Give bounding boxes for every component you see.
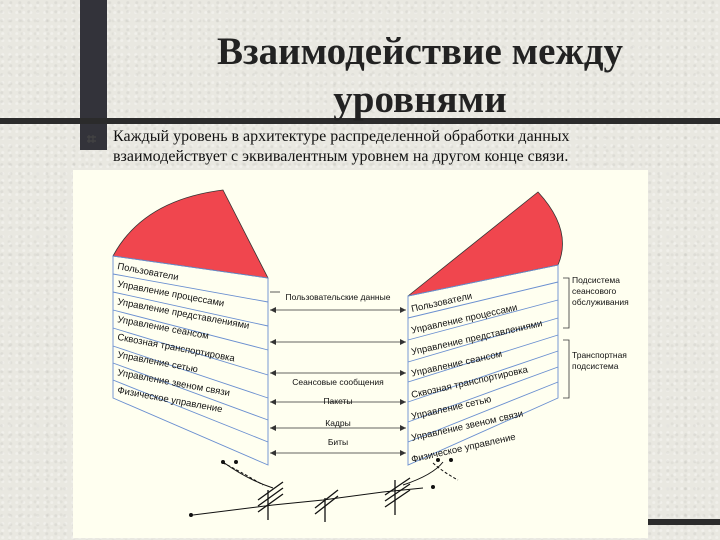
center-label-frames: Кадры <box>325 418 350 428</box>
transport-brace <box>563 339 570 399</box>
bullet-text: Каждый уровень в архитектуре распределен… <box>113 128 570 165</box>
right-fan <box>407 191 563 297</box>
session-subsystem-label: Подсистема сеансового обслуживания <box>572 275 629 307</box>
bottom-corner-line <box>645 519 720 525</box>
session-subsystem-line-2: сеансового <box>572 286 617 296</box>
transport-subsystem-line-2: подсистема <box>572 361 619 371</box>
left-stack-frame <box>112 255 269 466</box>
network-nodes <box>189 458 453 517</box>
center-label-packets: Пакеты <box>323 396 352 406</box>
left-fan <box>112 189 269 279</box>
bullet-icon <box>87 135 96 143</box>
right-layer-label: Пользователи <box>410 291 473 315</box>
session-subsystem-line-1: Подсистема <box>572 275 620 285</box>
network-antennas <box>257 477 411 522</box>
center-label-session-messages: Сеансовые сообщения <box>292 377 384 387</box>
network-links <box>192 461 459 516</box>
transport-subsystem-label: Транспортная подсистема <box>572 350 629 371</box>
slide-title: Взаимодействие между уровнями <box>216 30 624 121</box>
session-brace <box>563 277 570 329</box>
title-divider-line <box>0 118 720 124</box>
center-label-bits: Биты <box>328 437 348 447</box>
session-subsystem-line-3: обслуживания <box>572 297 629 307</box>
right-stack-frame <box>407 264 559 466</box>
transport-subsystem-line-1: Транспортная <box>572 350 627 360</box>
dark-vertical-bar <box>80 0 107 150</box>
center-label-user-data: Пользовательские данные <box>286 292 391 302</box>
